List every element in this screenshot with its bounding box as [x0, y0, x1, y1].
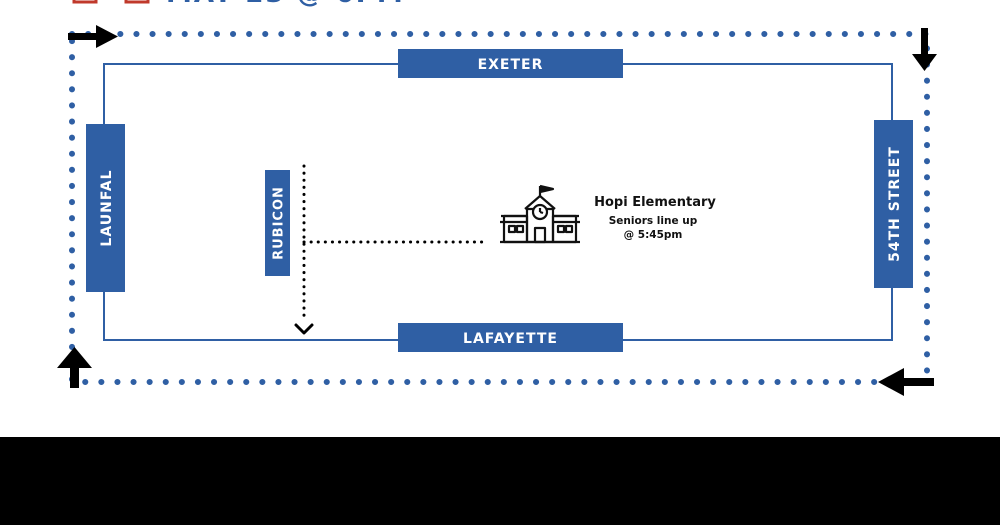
header-flag-icon — [72, 0, 98, 4]
street-bottom: LAFAYETTE — [398, 323, 623, 352]
street-label-top: EXETER — [478, 57, 544, 73]
bottom-black-band — [0, 437, 1000, 525]
block-outline — [103, 63, 893, 341]
street-label-left: LAUNFAL — [99, 169, 115, 246]
street-right: 54TH STREET — [874, 120, 913, 288]
route-path — [69, 31, 930, 385]
street-top: EXETER — [398, 49, 623, 78]
parade-route-map: MAY 23 @ 6PM EXETER LAFAYETTE LAUNFAL 54… — [57, 0, 937, 396]
school-note-line1: Seniors line up — [609, 215, 698, 227]
arrow-down-icon — [912, 28, 937, 71]
street-label-right: 54TH STREET — [887, 146, 903, 262]
school-building-icon — [500, 184, 580, 244]
header-flag-icon — [124, 0, 150, 4]
arrow-right-icon — [68, 25, 118, 48]
school-name: Hopi Elementary — [594, 195, 716, 210]
street-label-inner: RUBICON — [272, 186, 287, 260]
school-note-line2: @ 5:45pm — [624, 229, 683, 241]
header-fragment: MAY 23 @ 6PM — [72, 0, 405, 9]
street-label-bottom: LAFAYETTE — [463, 331, 558, 347]
street-left: LAUNFAL — [86, 124, 125, 292]
chevron-down-icon — [294, 323, 314, 335]
header-title: MAY 23 @ 6PM — [166, 0, 405, 9]
arrow-left-icon — [878, 368, 934, 396]
arrow-up-icon — [57, 347, 92, 388]
street-inner: RUBICON — [265, 170, 290, 276]
